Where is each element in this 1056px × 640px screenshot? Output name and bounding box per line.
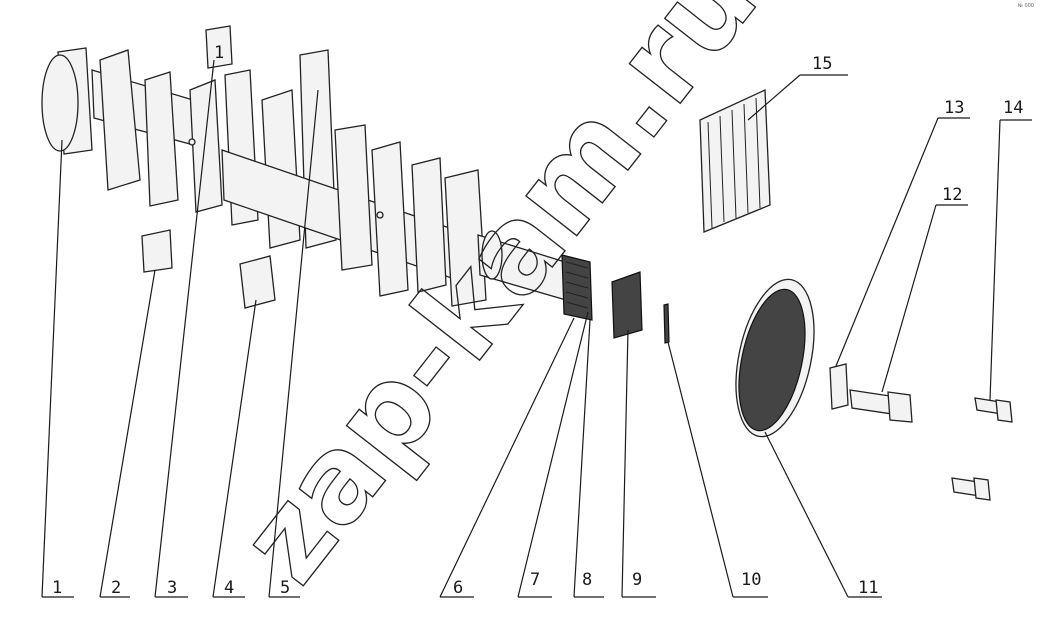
part-12-bolt <box>849 389 913 423</box>
part-7-gear <box>561 254 593 321</box>
part-4-bearing-cap <box>239 255 276 309</box>
part-9-gear <box>611 271 643 339</box>
label-5: 5 <box>280 578 290 598</box>
label-11: 11 <box>858 578 878 598</box>
label-3: 3 <box>167 578 177 598</box>
label-1: 1 <box>52 578 62 598</box>
label-12: 12 <box>942 185 962 205</box>
corner-mark: № 000 <box>1017 3 1034 9</box>
label-9: 9 <box>632 570 642 590</box>
label-2: 2 <box>111 578 121 598</box>
label-8: 8 <box>582 570 592 590</box>
part-11-pulley <box>735 278 815 438</box>
label-6: 6 <box>453 578 463 598</box>
label-14: 14 <box>1003 98 1023 118</box>
leader-lines <box>41 59 1032 598</box>
part-top-bearing <box>205 25 233 69</box>
label-4: 4 <box>224 578 234 598</box>
label-7: 7 <box>530 570 540 590</box>
part-15-pulley <box>699 89 771 233</box>
part-14-bolt <box>974 397 1013 423</box>
part-10-key <box>663 303 670 344</box>
label-top-1: 1 <box>214 43 224 63</box>
label-10: 10 <box>741 570 761 590</box>
watermark: zap-kam.ru <box>213 0 783 607</box>
part-2-bearing-shell <box>141 229 173 273</box>
label-13: 13 <box>944 98 964 118</box>
part-14-bolt-second <box>951 477 991 501</box>
label-15: 15 <box>812 54 832 74</box>
crankshaft <box>41 47 567 307</box>
part-13-washer <box>829 363 849 410</box>
